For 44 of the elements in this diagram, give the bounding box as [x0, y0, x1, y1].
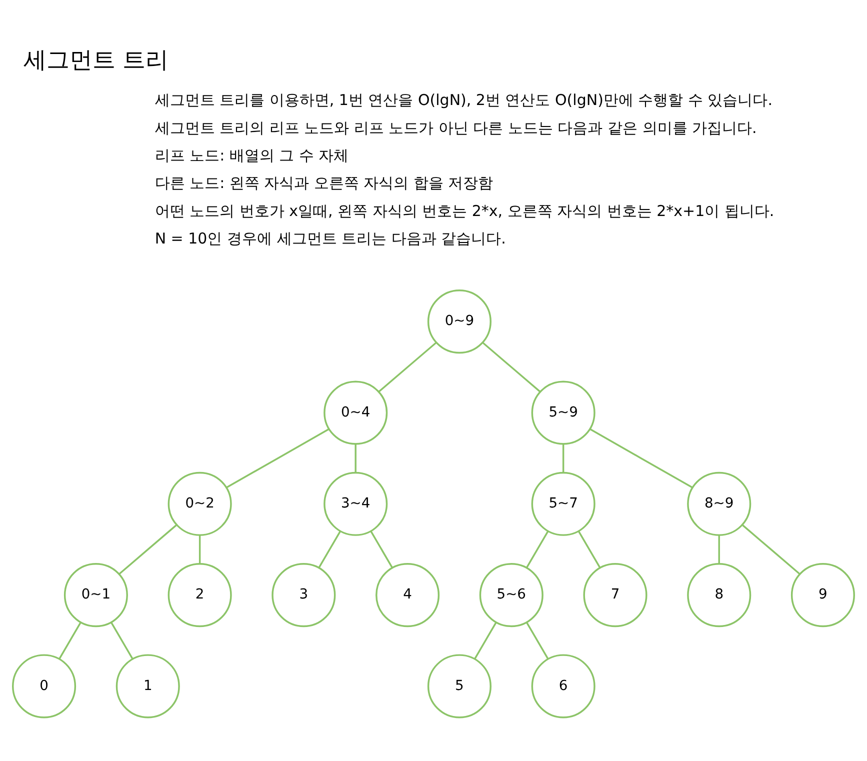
node-circle: 0~4 [324, 380, 388, 444]
node-circle: 5 [427, 654, 492, 718]
connector [318, 530, 342, 568]
node-circle: 0~9 [427, 289, 492, 354]
connector [58, 621, 82, 659]
connector [526, 621, 549, 659]
connector [590, 428, 693, 488]
node-circle: 0~2 [168, 471, 232, 536]
connector [118, 524, 177, 574]
node-circle: 7 [583, 562, 648, 627]
connector [742, 524, 800, 574]
diagram-title: 세그먼트 트리 [23, 47, 169, 74]
connector [198, 534, 201, 564]
connector [110, 621, 134, 659]
node-circle: 1 [116, 654, 180, 718]
connector [378, 342, 436, 392]
node-circle: 0 [12, 654, 76, 718]
connector [474, 621, 497, 659]
node-circle: 9 [790, 562, 855, 627]
connector [526, 530, 549, 568]
node-circle: 4 [376, 562, 440, 627]
node-circle: 2 [168, 562, 232, 627]
node-circle: 5~6 [479, 562, 544, 627]
node-circle: 8 [687, 562, 752, 627]
node-circle: 3~4 [324, 471, 388, 536]
node-circle: 5~9 [531, 380, 596, 444]
connector [226, 428, 330, 488]
node-circle: 5~7 [531, 471, 596, 536]
connector [354, 443, 356, 472]
label: 다른 노드: 왼쪽 자식과 오른쪽 자식의 합을 저장함 [154, 174, 494, 192]
connector [718, 534, 720, 564]
label: 어떤 노드의 번호가 x일때, 왼쪽 자식의 번호는 2*x, 오른쪽 자식의 번호는 2*x+1이 됩니다. [154, 201, 774, 220]
label: N = 10인 경우에 세그먼트 트리는 다음과 같습니다. [154, 229, 506, 248]
node-circle: 8~9 [687, 471, 752, 536]
label: 세그먼트 트리의 리프 노드와 리프 노드가 아닌 다른 노드는 다음과 같은 의미를 가집니다. [154, 118, 757, 136]
label: 세그먼트 트리를 이용하면, 1번 연산을 O(lgN), 2번 연산도 O(lgN)만에 수행할 수 있습니다. [154, 90, 772, 109]
connector [562, 443, 564, 472]
connector [578, 530, 601, 568]
connector [482, 342, 541, 392]
label: 리프 노드: 배열의 그 수 자체 [154, 146, 349, 164]
connector [370, 530, 393, 568]
node-circle: 6 [531, 654, 596, 718]
node-circle: 3 [272, 562, 336, 627]
node-circle: 0~1 [64, 562, 128, 627]
